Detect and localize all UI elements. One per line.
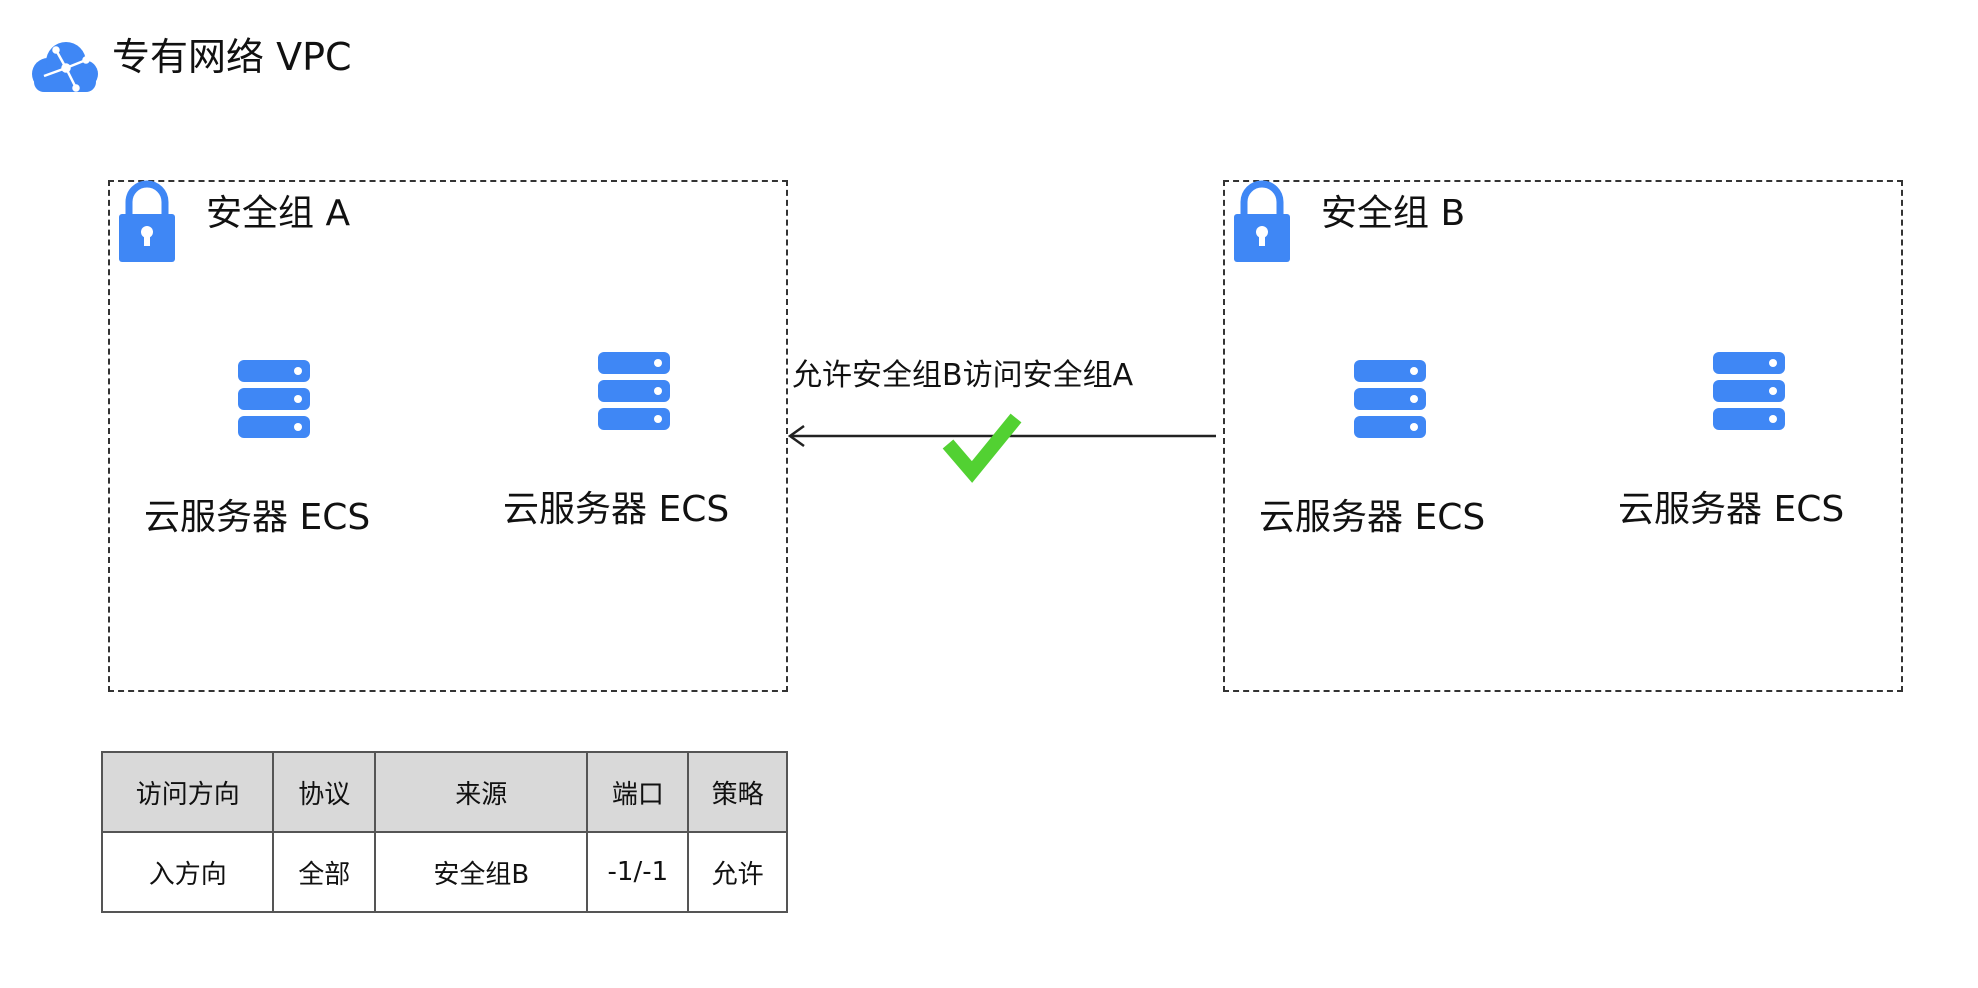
header-port: 端口 — [586, 751, 690, 833]
header-direction: 访问方向 — [100, 751, 275, 833]
server-icon — [598, 352, 670, 430]
security-group-b-box — [1223, 180, 1903, 692]
security-group-b-title: 安全组 B — [1321, 193, 1466, 234]
cell-protocol: 全部 — [272, 831, 377, 913]
cloud-network-icon — [32, 42, 98, 92]
server-label: 云服务器 ECS — [503, 489, 730, 530]
cell-source: 安全组B — [374, 831, 589, 913]
server-icon — [1713, 352, 1785, 430]
vpc-title: 专有网络 VPC — [112, 35, 352, 79]
cell-direction: 入方向 — [100, 831, 275, 913]
cell-policy: 允许 — [687, 831, 788, 913]
header-policy: 策略 — [687, 751, 788, 833]
header-protocol: 协议 — [272, 751, 377, 833]
server-label: 云服务器 ECS — [144, 497, 371, 538]
security-rules-table: 访问方向 协议 来源 端口 策略 入方向 全部 安全组B -1/-1 允许 — [100, 751, 788, 913]
server-label: 云服务器 ECS — [1618, 489, 1845, 530]
server-icon — [1354, 360, 1426, 438]
cell-port: -1/-1 — [586, 831, 690, 913]
table-header-row: 访问方向 协议 来源 端口 策略 — [100, 751, 788, 833]
server-icon — [238, 360, 310, 438]
check-icon — [942, 413, 1022, 483]
security-group-a-box — [108, 180, 788, 692]
table-row: 入方向 全部 安全组B -1/-1 允许 — [100, 831, 788, 913]
security-group-a-title: 安全组 A — [206, 193, 351, 234]
lock-icon — [1234, 180, 1290, 262]
header-source: 来源 — [374, 751, 589, 833]
connection-label: 允许安全组B访问安全组A — [792, 358, 1134, 393]
lock-icon — [119, 180, 175, 262]
server-label: 云服务器 ECS — [1259, 497, 1486, 538]
